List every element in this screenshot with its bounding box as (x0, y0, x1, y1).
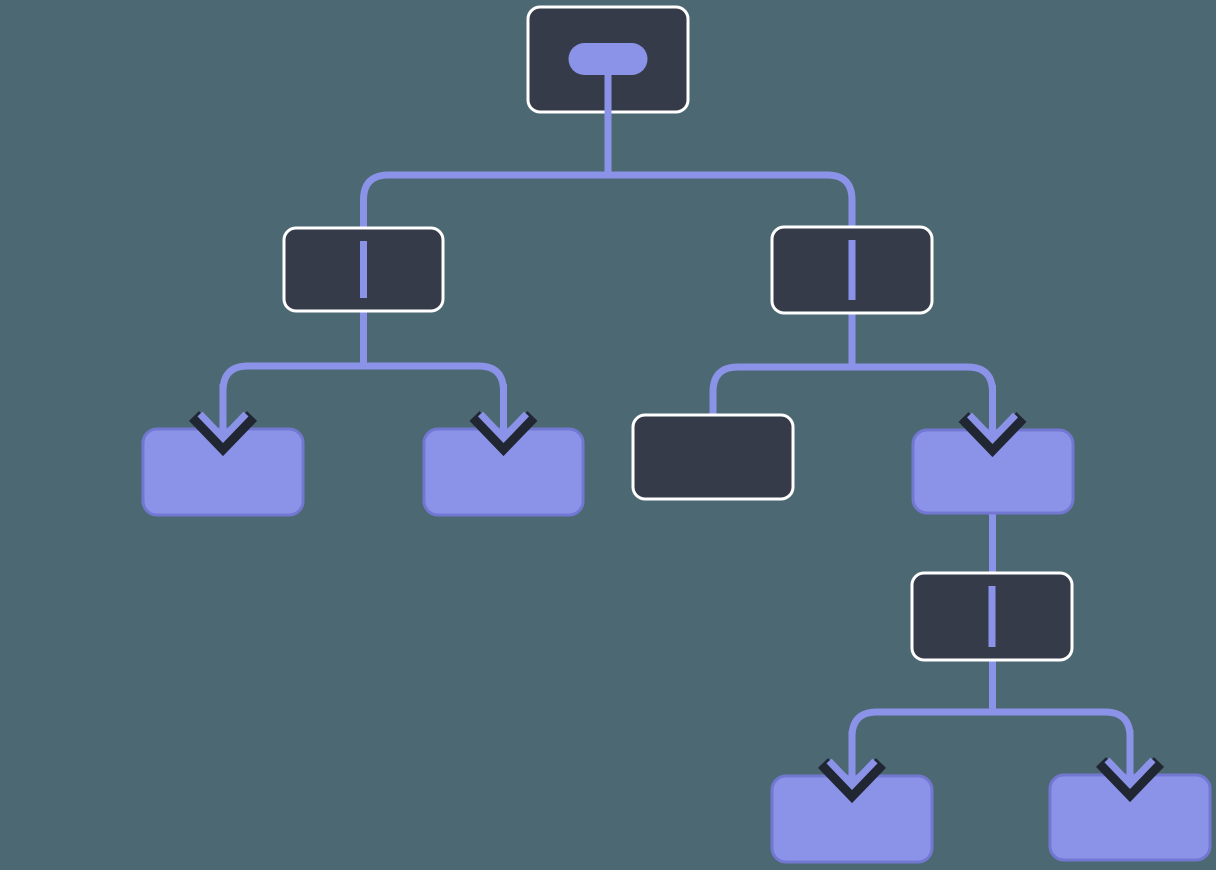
drop-arrow-icon (469, 384, 538, 457)
arrowhead-purple-icon (1104, 757, 1156, 790)
step-node-box[interactable] (631, 413, 795, 501)
chevron-black-icon (817, 758, 887, 804)
split-node-right[interactable] (770, 225, 934, 315)
drop-arrow-icon (1095, 730, 1165, 803)
chevron-black-icon (469, 411, 538, 457)
start-node[interactable] (526, 5, 690, 115)
edge-right-branch-split (709, 363, 996, 421)
drop-arrow-icon (958, 385, 1027, 458)
arrowhead-purple-icon (966, 412, 1019, 445)
split-node-left[interactable] (282, 226, 445, 313)
nodes (141, 5, 1212, 864)
pill-icon (568, 43, 648, 75)
drop-arrow-icon (817, 731, 887, 804)
arrowhead-purple-icon (826, 758, 878, 791)
edge-bottom-split (848, 708, 1134, 767)
arrowhead-purple-icon (197, 411, 249, 444)
chevron-black-icon (188, 411, 258, 457)
edge-root-split (360, 171, 856, 229)
split-node-bottom[interactable] (910, 571, 1074, 662)
arrowhead-purple-icon (477, 411, 530, 444)
arrows (188, 384, 1165, 804)
edge-left-branch-split (219, 362, 507, 420)
chevron-black-icon (958, 412, 1027, 458)
edges (219, 110, 1134, 767)
step-node[interactable] (631, 413, 795, 501)
drop-arrow-icon (188, 384, 258, 457)
chevron-black-icon (1095, 757, 1165, 803)
